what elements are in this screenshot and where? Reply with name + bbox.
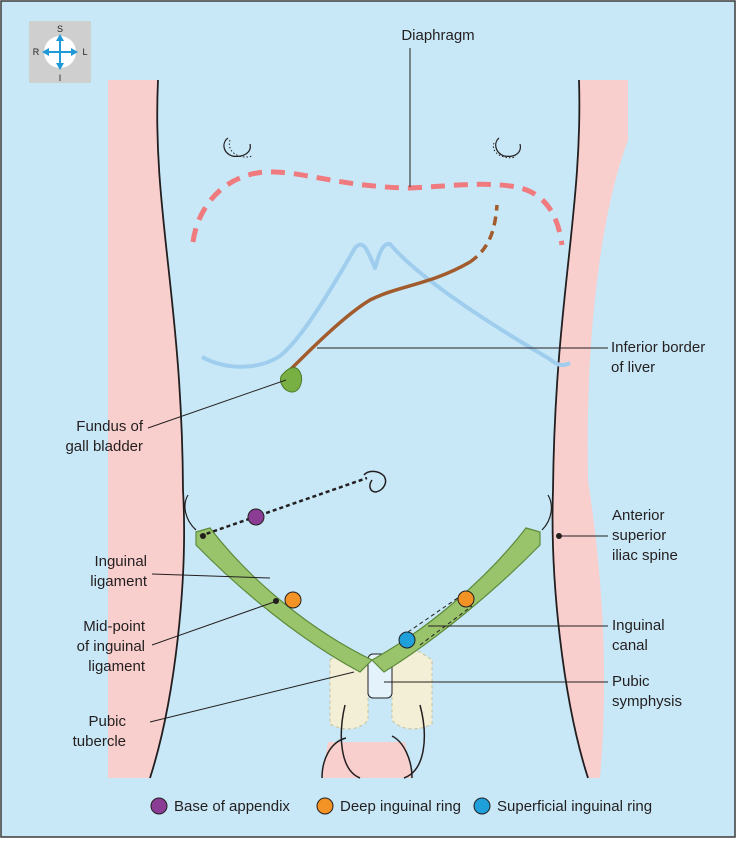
label-diaphragm: Diaphragm <box>401 27 474 44</box>
superficial-inguinal-ring-marker <box>399 632 415 648</box>
midpoint-inguinal-ligament-point <box>273 598 279 604</box>
label-liver-line2: of liver <box>611 359 655 376</box>
label-liver-line1: Inferior border <box>611 339 705 356</box>
right-asis-point <box>200 533 206 539</box>
label-asis-line2: superior <box>612 527 666 544</box>
label-inguinal-canal-line2: canal <box>612 637 648 654</box>
orientation-compass: S I R L <box>29 21 91 83</box>
label-gall-bladder-line2: gall bladder <box>65 438 143 455</box>
label-inguinal-ligament-line2: ligament <box>90 573 148 590</box>
right-deep-inguinal-ring-marker <box>285 592 301 608</box>
legend-swatch-deep-ring <box>317 798 333 814</box>
compass-superior: S <box>57 24 63 34</box>
legend-swatch-appendix <box>151 798 167 814</box>
label-pubic-symphysis-line2: symphysis <box>612 693 682 710</box>
compass-inferior: I <box>59 73 62 83</box>
label-pubic-symphysis-line1: Pubic <box>612 673 650 690</box>
compass-right: R <box>33 47 40 57</box>
label-asis-line3: iliac spine <box>612 547 678 564</box>
left-deep-inguinal-ring-marker <box>458 591 474 607</box>
label-midpoint-line1: Mid-point <box>83 618 146 635</box>
legend-label-deep-ring: Deep inguinal ring <box>340 798 461 815</box>
label-inguinal-ligament-line1: Inguinal <box>94 553 147 570</box>
label-midpoint-line2: of inguinal <box>77 638 145 655</box>
label-midpoint-line3: ligament <box>88 658 146 675</box>
legend-label-superficial-ring: Superficial inguinal ring <box>497 798 652 815</box>
legend-swatch-superficial-ring <box>474 798 490 814</box>
label-pubic-tubercle-line1: Pubic <box>88 713 126 730</box>
base-of-appendix-marker <box>248 509 264 525</box>
label-pubic-tubercle-line2: tubercle <box>73 733 126 750</box>
label-gall-bladder-line1: Fundus of <box>76 418 144 435</box>
legend: Base of appendix Deep inguinal ring Supe… <box>151 798 652 815</box>
compass-left: L <box>82 47 87 57</box>
label-inguinal-canal-line1: Inguinal <box>612 617 665 634</box>
legend-label-appendix: Base of appendix <box>174 798 290 815</box>
label-asis-line1: Anterior <box>612 507 665 524</box>
